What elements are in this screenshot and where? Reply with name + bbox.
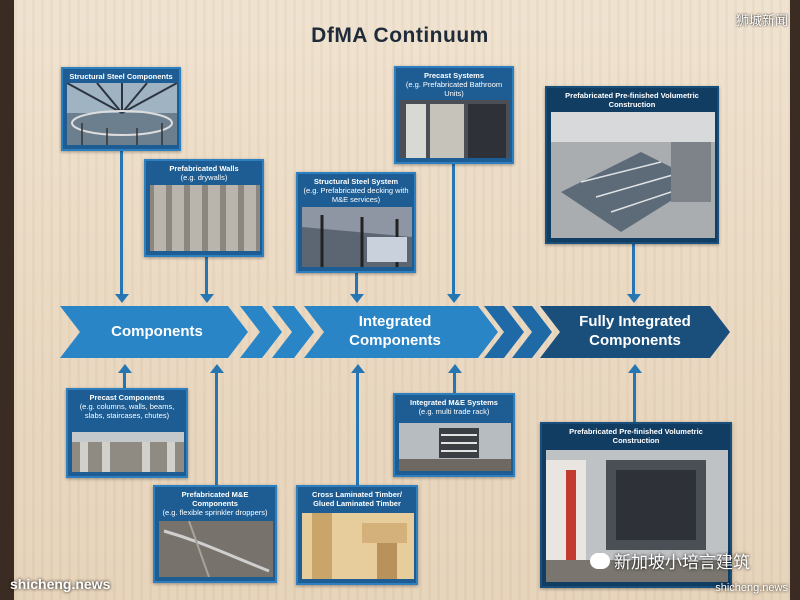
connector-clt	[356, 372, 359, 486]
chevron-3	[484, 306, 524, 358]
card-precast-systems: Precast Systems(e.g. Prefabricated Bathr…	[394, 66, 514, 164]
connector-ppvc-bottom	[633, 372, 636, 424]
watermark-top-right: 狮城新闻	[735, 13, 788, 28]
connector-prefab-walls	[205, 255, 208, 299]
card-title: Integrated M&E Systems	[410, 398, 498, 407]
stage-components-arrow	[60, 306, 248, 358]
stage-label-integrated: Integrated Components	[349, 313, 441, 349]
connector-arrowhead	[627, 294, 641, 303]
card-title: Prefabricated Pre-finished Volumetric Co…	[569, 427, 703, 445]
connector-precast-components	[123, 372, 126, 388]
sprinkler-photo	[159, 521, 273, 577]
ppvc-site-photo	[546, 450, 728, 582]
connector-arrowhead	[210, 364, 224, 373]
connector-integrated-me	[453, 372, 456, 394]
card-clt-glt: Cross Laminated Timber/ Glued Laminated …	[296, 485, 418, 585]
card-title: Precast Components	[89, 393, 165, 402]
connector-ppvc-top	[632, 243, 635, 298]
connector-arrowhead	[115, 294, 129, 303]
connector-arrowhead	[447, 294, 461, 303]
card-subtitle: (e.g. columns, walls, beams, slabs, stai…	[79, 402, 175, 420]
card-title: Structural Steel System	[313, 177, 399, 186]
connector-arrowhead	[118, 364, 132, 373]
chevron-2	[272, 306, 314, 358]
timber-photo	[302, 513, 414, 579]
card-structural-steel-components: Structural Steel Components	[61, 67, 181, 151]
connector-prefab-me	[215, 372, 218, 486]
trade-rack-photo	[399, 423, 511, 471]
card-title: Prefabricated Walls	[169, 164, 239, 173]
stage-integrated-arrow	[304, 306, 498, 358]
connector-steel-components	[120, 150, 123, 298]
connector-arrowhead	[351, 364, 365, 373]
card-subtitle: (e.g. Prefabricated decking with M&E ser…	[303, 186, 409, 204]
bathroom-unit-photo	[400, 100, 510, 158]
card-subtitle: (e.g. drywalls)	[180, 173, 228, 182]
card-title: Precast Systems	[423, 71, 485, 80]
connector-arrowhead	[448, 364, 462, 373]
card-prefab-walls: Prefabricated Walls(e.g. drywalls)	[144, 159, 264, 257]
page-title: DfMA Continuum	[311, 24, 489, 47]
card-subtitle: (e.g. multi trade rack)	[418, 407, 490, 416]
card-precast-components: Precast Components(e.g. columns, walls, …	[66, 388, 188, 478]
card-title: Prefabricated M&E Components	[181, 490, 249, 508]
card-subtitle: (e.g. Prefabricated Bathroom Units)	[405, 80, 503, 98]
stage-label-components: Components	[111, 323, 203, 340]
watermark-bottom-left: shicheng.news	[10, 576, 111, 592]
card-title: Cross Laminated Timber/ Glued Laminated …	[312, 490, 402, 508]
chevron-4	[512, 306, 552, 358]
wechat-icon	[590, 552, 610, 569]
card-integrated-me: Integrated M&E Systems(e.g. multi trade …	[393, 393, 515, 477]
card-ppvc-bottom: Prefabricated Pre-finished Volumetric Co…	[540, 422, 732, 588]
connector-precast-systems	[452, 163, 455, 298]
wechat-watermark: 新加坡小培言建筑	[590, 548, 750, 573]
card-subtitle: (e.g. flexible sprinkler droppers)	[162, 508, 268, 517]
card-ppvc-top: Prefabricated Pre-finished Volumetric Co…	[545, 86, 719, 244]
connector-steel-system	[355, 272, 358, 298]
steel-deck-photo	[302, 207, 412, 267]
precast-yard-photo	[72, 432, 184, 472]
wechat-watermark-text: 新加坡小培言建筑	[614, 553, 750, 572]
card-structural-steel-system: Structural Steel System(e.g. Prefabricat…	[296, 172, 416, 273]
card-title: Prefabricated Pre-finished Volumetric Co…	[565, 91, 699, 109]
connector-arrowhead	[628, 364, 642, 373]
card-prefab-me-components: Prefabricated M&E Components(e.g. flexib…	[153, 485, 277, 583]
card-title: Structural Steel Components	[69, 72, 173, 81]
connector-arrowhead	[200, 294, 214, 303]
ppvc-factory-photo	[551, 112, 715, 238]
drywall-photo	[150, 185, 260, 251]
stage-fully-integrated-arrow	[540, 306, 730, 358]
steel-roof-photo	[67, 83, 177, 145]
chevron-1	[240, 306, 282, 358]
stage-label-fully-integrated: Fully Integrated Components	[579, 313, 691, 349]
connector-arrowhead	[350, 294, 364, 303]
watermark-bottom-right: shicheng.news	[715, 582, 788, 594]
